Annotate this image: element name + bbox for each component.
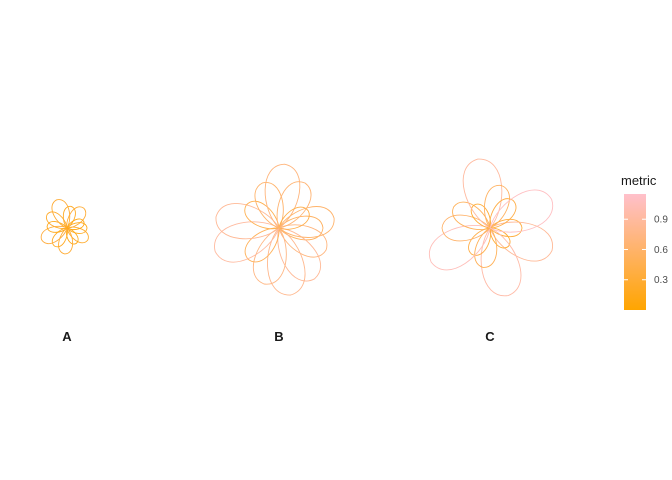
petal-mark: [278, 224, 328, 258]
petal-mark: [51, 199, 71, 229]
petal-mark: [452, 201, 491, 230]
petal-mark: [276, 181, 312, 229]
color-legend: metric 0.3 0.6 0.9: [621, 173, 668, 310]
petal-mark: [62, 205, 76, 229]
petal-mark: [470, 203, 492, 229]
petal-mark: [474, 227, 498, 268]
petal-mark: [244, 227, 280, 263]
petal-mark: [66, 222, 88, 234]
petal-mark: [214, 221, 280, 263]
facet-label-a: A: [62, 329, 72, 344]
petal-mark: [46, 221, 68, 233]
petal-mark: [58, 227, 74, 255]
petal-mark: [278, 206, 310, 230]
petal-mark: [278, 215, 324, 241]
petal-mark: [51, 227, 68, 248]
facet-panel-b: B: [214, 163, 335, 344]
facet-panels: A B C: [40, 158, 554, 344]
petal-mark: [66, 206, 87, 229]
legend-tick-label: 0.9: [654, 215, 668, 226]
facet-label-c: C: [485, 329, 495, 344]
petal-mark: [489, 227, 511, 249]
petal-mark: [65, 227, 79, 245]
legend-tick-label: 0.6: [654, 245, 668, 256]
petal-mark: [66, 218, 85, 231]
petal-mark: [215, 203, 280, 240]
petal-mark: [462, 158, 503, 229]
legend-tick-label: 0.3: [654, 275, 668, 286]
petal-mark: [252, 227, 287, 285]
petal-mark: [468, 227, 492, 256]
petal-mark: [278, 206, 335, 238]
petal-mark: [489, 198, 517, 229]
legend-colorbar: [624, 194, 646, 310]
petal-mark: [484, 185, 510, 229]
petal-mark: [489, 221, 553, 262]
petal-mark: [489, 189, 554, 233]
petal-mark: [254, 182, 284, 229]
petal-mark: [40, 225, 68, 245]
facet-panel-a: A: [40, 199, 89, 344]
facet-panel-c: C: [428, 158, 554, 344]
petal-mark: [441, 214, 491, 242]
petal-mark: [267, 227, 306, 296]
petal-mark: [428, 225, 491, 271]
legend-title: metric: [621, 173, 657, 188]
facet-label-b: B: [274, 329, 283, 344]
petal-mark: [277, 227, 322, 282]
petal-mark: [66, 226, 89, 244]
petal-mark: [244, 200, 280, 230]
